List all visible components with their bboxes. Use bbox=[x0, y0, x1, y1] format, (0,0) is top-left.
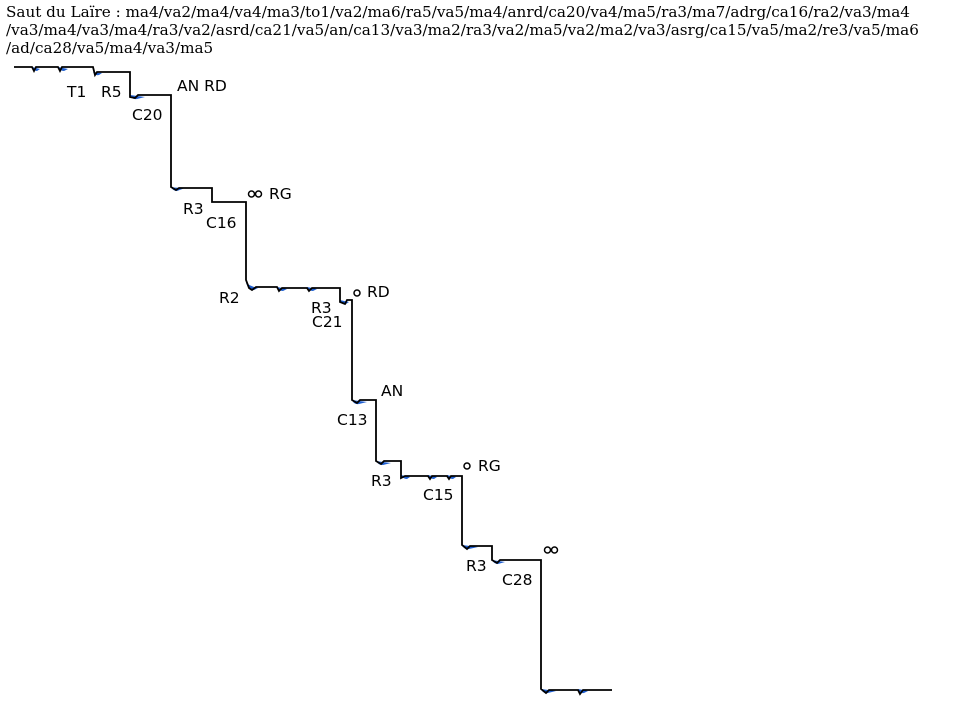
label-c13: C13 bbox=[337, 411, 368, 429]
pool bbox=[447, 475, 456, 479]
label-r2: R2 bbox=[219, 289, 240, 307]
header-separator: : bbox=[110, 3, 126, 21]
topo-code-line-1: ma4/va2/ma4/va4/ma3/to1/va2/ma6/ra5/va5/… bbox=[125, 3, 910, 21]
anchor-double-icon bbox=[254, 190, 263, 198]
anchor-double-icon bbox=[550, 546, 559, 554]
topo-code-line-2: /va3/ma4/va3/ma4/ra3/va2/asrd/ca21/va5/a… bbox=[6, 21, 919, 39]
label-rg: RG bbox=[269, 185, 292, 203]
label-an-rd: AN RD bbox=[177, 77, 227, 95]
label-c28: C28 bbox=[502, 571, 533, 589]
anchors bbox=[247, 190, 559, 554]
label-rg: RG bbox=[478, 457, 501, 475]
label-c20: C20 bbox=[132, 106, 163, 124]
label-r3: R3 bbox=[371, 472, 392, 490]
label-an: AN bbox=[381, 382, 403, 400]
label-c15: C15 bbox=[423, 486, 454, 504]
label-c21: C21 bbox=[312, 313, 343, 331]
pool bbox=[428, 475, 437, 479]
label-r3: R3 bbox=[311, 299, 332, 317]
label-t1: T1 bbox=[66, 83, 86, 101]
anchor-single-icon bbox=[353, 289, 361, 297]
label-r3: R3 bbox=[183, 200, 204, 218]
anchor-double-icon bbox=[247, 190, 256, 198]
label-r5: R5 bbox=[101, 83, 122, 101]
profile-line bbox=[14, 66, 612, 696]
anchor-single-icon bbox=[463, 462, 471, 470]
label-rd: RD bbox=[367, 283, 390, 301]
canyon-header: Saut du Laïre : ma4/va2/ma4/va4/ma3/to1/… bbox=[6, 3, 966, 57]
anchor-double-icon bbox=[543, 546, 552, 554]
pools bbox=[32, 67, 588, 694]
label-c16: C16 bbox=[206, 214, 237, 232]
topo-code-line-3: /ad/ca28/va5/ma4/va3/ma5 bbox=[6, 39, 214, 57]
obstacle-labels: T1 R5 C20 AN RD R3 C16 RG R2 R3 C21 RD A… bbox=[66, 77, 533, 589]
canyon-name: Saut du Laïre bbox=[6, 3, 111, 21]
label-r3: R3 bbox=[466, 557, 487, 575]
